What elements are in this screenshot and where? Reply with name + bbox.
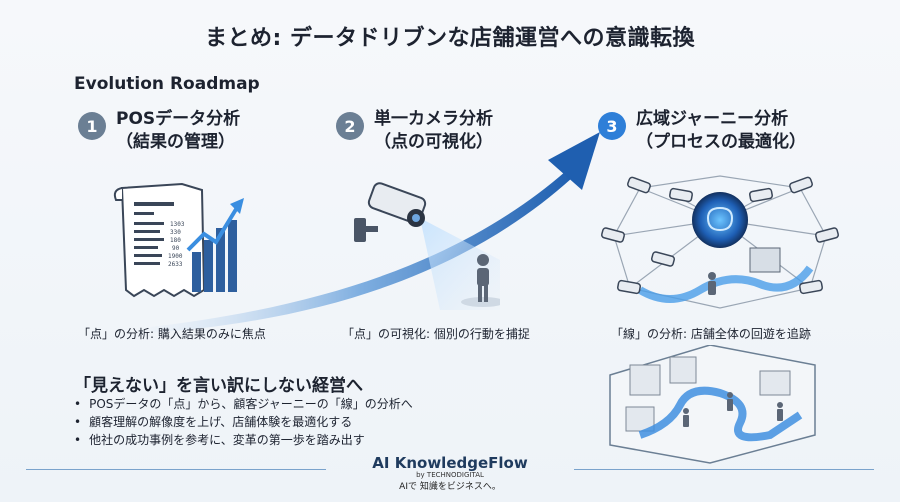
receipt-number: 1900 bbox=[168, 253, 183, 260]
step-2-title: 単一カメラ分析 bbox=[374, 109, 493, 129]
receipt-number: 1303 bbox=[170, 221, 185, 228]
bullet-item: 顧客理解の解像度を上げ、店舗体験を最適化する bbox=[74, 413, 413, 431]
step-1-number: 1 bbox=[78, 112, 106, 140]
step-3: 3 広域ジャーニー分析 （プロセスの最適化） bbox=[598, 108, 806, 154]
step-2-subtitle: （点の可視化） bbox=[374, 132, 493, 152]
receipt-number: 330 bbox=[170, 229, 181, 236]
bullet-item: POSデータの「点」から、顧客ジャーニーの「線」の分析へ bbox=[74, 395, 413, 413]
step-2: 2 単一カメラ分析 （点の可視化） bbox=[336, 108, 493, 154]
brand-name: AI KnowledgeFlow bbox=[372, 454, 528, 472]
step-3-number: 3 bbox=[598, 112, 626, 140]
step-2-number: 2 bbox=[336, 112, 364, 140]
step-2-caption: 「点」の可視化: 個別の行動を捕捉 bbox=[342, 327, 530, 341]
store-floorplan-illustration bbox=[609, 345, 816, 464]
section-heading: 「見えない」を言い訳にしない経営へ bbox=[74, 376, 363, 396]
receipt-number: 180 bbox=[170, 237, 181, 244]
bullet-item: 他社の成功事例を参考に、変革の第一歩を踏み出す bbox=[74, 431, 413, 449]
footer-divider-left bbox=[26, 469, 326, 470]
step-1: 1 POSデータ分析 （結果の管理） bbox=[78, 108, 240, 154]
step-1-caption: 「点」の分析: 購入結果のみに焦点 bbox=[78, 327, 266, 341]
camera-illustration bbox=[354, 182, 500, 310]
page-title: まとめ: データドリブンな店舗運営への意識転換 bbox=[205, 26, 695, 51]
receipt-chart-illustration: 1303 330 180 90 1900 2633 bbox=[113, 182, 244, 298]
step-1-subtitle: （結果の管理） bbox=[116, 132, 235, 152]
brand-by: by TECHNODIGITAL bbox=[416, 471, 484, 479]
network-journey-illustration bbox=[601, 175, 839, 309]
step-3-caption: 「線」の分析: 店舗全体の回遊を追跡 bbox=[611, 327, 811, 341]
step-1-title: POSデータ分析 bbox=[116, 109, 241, 129]
step-3-title: 広域ジャーニー分析 bbox=[636, 109, 789, 129]
bullet-list: POSデータの「点」から、顧客ジャーニーの「線」の分析へ 顧客理解の解像度を上げ… bbox=[74, 395, 413, 449]
brand-tagline: AIで 知識をビジネスへ。 bbox=[399, 482, 501, 492]
roadmap-subtitle: Evolution Roadmap bbox=[74, 74, 260, 94]
receipt-number: 90 bbox=[172, 245, 180, 252]
footer-divider-right bbox=[574, 469, 874, 470]
footer-brand: AI KnowledgeFlow by TECHNODIGITAL AIで 知識… bbox=[350, 454, 550, 492]
step-3-subtitle: （プロセスの最適化） bbox=[636, 132, 806, 152]
receipt-number: 2633 bbox=[168, 261, 183, 268]
